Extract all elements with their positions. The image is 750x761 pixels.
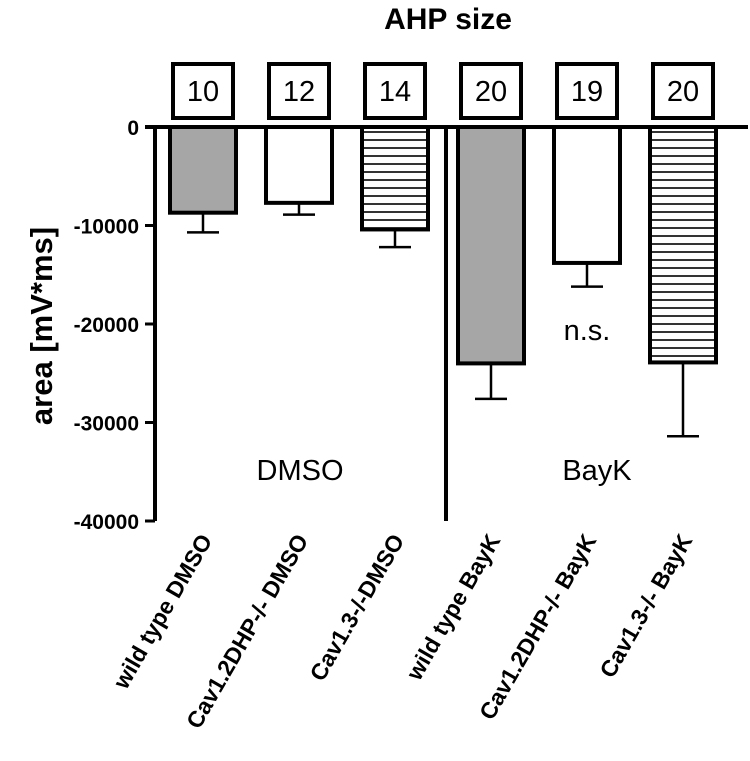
n-label-2: 12 xyxy=(283,76,315,108)
group-label-bayk: BayK xyxy=(562,455,632,487)
chart-title: AHP size xyxy=(384,3,512,36)
y-tick-label: -10000 xyxy=(74,216,139,239)
bar-1 xyxy=(168,125,238,215)
plot-area: 0 -10000 -20000 -30000 -40000 10 12 14 20 19 20DMS… xyxy=(74,62,748,733)
n-label-6: 20 xyxy=(667,76,699,108)
group-label-dmso: DMSO xyxy=(257,455,344,487)
x-tick-label-1: wild type DMSO xyxy=(107,530,217,694)
x-tick-label-3: Cav1.3-/-DMSO xyxy=(304,530,409,686)
x-tick-label-4: wild type BayK xyxy=(401,529,506,685)
y-axis-label: area [mV*ms] xyxy=(24,227,59,425)
n-box-2 xyxy=(267,62,331,120)
y-tick-label: 0 xyxy=(127,117,139,140)
n-box-5 xyxy=(555,62,619,120)
n-label-5: 19 xyxy=(571,76,603,108)
y-tick-label: -40000 xyxy=(74,511,139,534)
bar-4 xyxy=(456,125,526,366)
y-tick-label: -20000 xyxy=(74,314,139,337)
n-box-3 xyxy=(363,62,427,120)
n-box-1 xyxy=(171,62,235,120)
bar-3 xyxy=(360,125,430,232)
bar-5 xyxy=(552,125,622,265)
bar-6 xyxy=(648,125,718,365)
y-tick-label: -30000 xyxy=(74,413,139,436)
n-label-3: 14 xyxy=(379,76,411,108)
n-label-1: 10 xyxy=(187,76,219,108)
n-box-6 xyxy=(651,62,715,120)
bar-2 xyxy=(264,125,334,205)
significance-annotation: n.s. xyxy=(564,315,611,347)
x-tick-label-6: Cav1.3-/- BayK xyxy=(594,529,697,682)
n-box-4 xyxy=(459,62,523,120)
n-label-4: 20 xyxy=(475,76,507,108)
